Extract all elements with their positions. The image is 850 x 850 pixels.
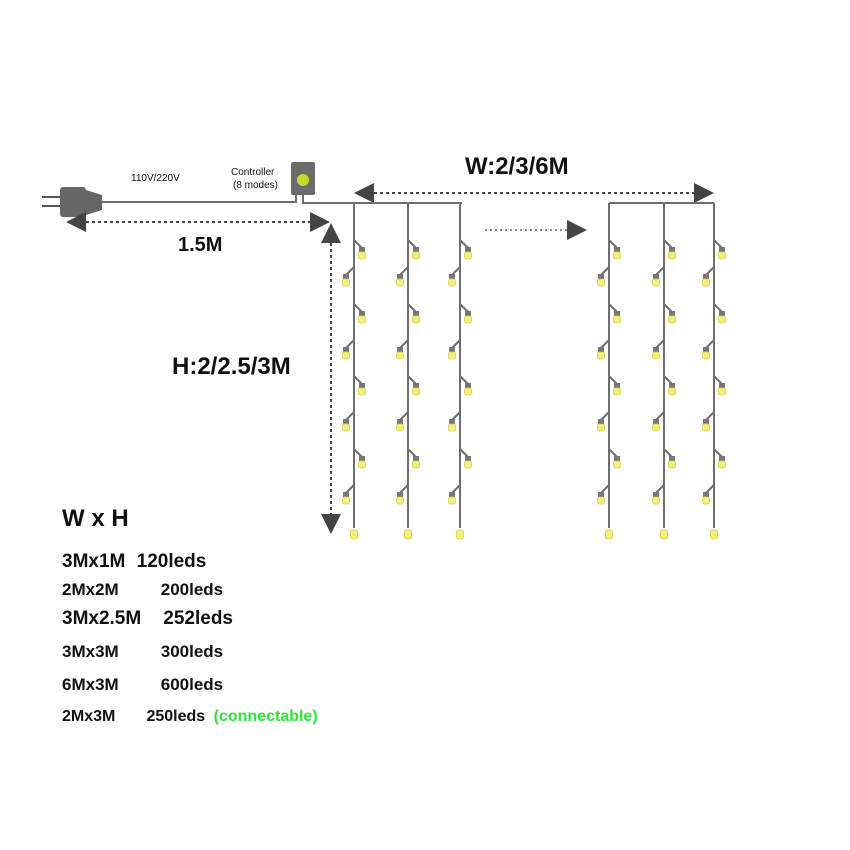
spec-row: 6Mx3M 600leds: [62, 675, 223, 695]
led-bulb-icon: [608, 375, 621, 396]
led-bulb-icon: [663, 448, 676, 469]
power-cable: [102, 195, 297, 203]
spec-size: 2Mx2M: [62, 580, 119, 599]
led-bulb-icon: [652, 266, 665, 287]
spec-leds: 600leds: [160, 675, 224, 694]
controller-box: [291, 162, 315, 195]
led-bulb-icon: [663, 239, 676, 260]
led-bulb-icon: [713, 303, 726, 324]
led-bulb-icon: [342, 266, 355, 287]
led-bulb-icon: [459, 239, 472, 260]
spec-note: (connectable): [213, 708, 318, 725]
led-bulb-icon: [353, 239, 366, 260]
led-bulb-icon: [342, 411, 355, 432]
led-bulb-icon: [702, 339, 715, 360]
controller-modes-label: (8 modes): [233, 180, 279, 191]
led-bulb-icon: [407, 375, 420, 396]
led-bulb-icon: [713, 448, 726, 469]
led-bulb-icon: [407, 448, 420, 469]
led-bulb-icon: [448, 411, 461, 432]
spec-leds: 200leds: [160, 580, 224, 599]
led-bulb-icon: [448, 339, 461, 360]
spec-size: 6Mx3M: [62, 675, 119, 694]
spec-size: 3Mx1M: [62, 551, 126, 572]
led-bulb-icon: [407, 303, 420, 324]
led-bulb-icon: [702, 266, 715, 287]
spec-leds: 250leds: [146, 708, 206, 725]
cable-length-label: 1.5M: [178, 234, 223, 256]
end-bulb-icon: [404, 529, 412, 540]
controller-label: Controller: [231, 167, 275, 178]
led-bulb-icon: [396, 339, 409, 360]
height-label: H:2/2.5/3M: [172, 353, 291, 380]
led-bulb-icon: [713, 239, 726, 260]
spec-leds: 300leds: [160, 642, 224, 661]
spec-row: 3Mx3M 300leds: [62, 642, 223, 662]
spec-row: 3Mx1M 120leds: [62, 551, 206, 573]
led-bulb-icon: [353, 375, 366, 396]
table-header: W x H: [62, 505, 129, 532]
spec-size: 3Mx3M: [62, 642, 119, 661]
led-bulb-icon: [702, 484, 715, 505]
power-plug-icon: [42, 187, 102, 217]
width-label: W:2/3/6M: [465, 153, 569, 180]
controller-cable: [302, 195, 354, 204]
led-bulb-icon: [702, 411, 715, 432]
led-bulb-icon: [663, 303, 676, 324]
led-bulb-icon: [608, 303, 621, 324]
end-bulb-icon: [710, 529, 718, 540]
led-bulb-icon: [652, 411, 665, 432]
led-bulb-icon: [608, 239, 621, 260]
spec-leds: 252leds: [163, 608, 234, 629]
spec-row: 2Mx3M 250leds (connectable): [62, 708, 318, 726]
led-bulb-icon: [353, 448, 366, 469]
led-bulb-icon: [396, 484, 409, 505]
end-bulb-icon: [350, 529, 358, 540]
led-bulb-icon: [342, 339, 355, 360]
led-bulb-icon: [608, 448, 621, 469]
led-bulb-icon: [663, 375, 676, 396]
spec-size: 2Mx3M: [62, 708, 116, 725]
led-strands: [342, 203, 726, 540]
led-bulb-icon: [396, 411, 409, 432]
led-bulb-icon: [459, 375, 472, 396]
led-bulb-icon: [597, 339, 610, 360]
end-bulb-icon: [456, 529, 464, 540]
spec-row: 3Mx2.5M 252leds: [62, 608, 233, 630]
led-bulb-icon: [342, 484, 355, 505]
led-bulb-icon: [652, 339, 665, 360]
led-bulb-icon: [459, 448, 472, 469]
led-bulb-icon: [597, 266, 610, 287]
controller-led-icon: [297, 174, 309, 186]
led-bulb-icon: [459, 303, 472, 324]
led-bulb-icon: [407, 239, 420, 260]
led-bulb-icon: [713, 375, 726, 396]
led-bulb-icon: [396, 266, 409, 287]
spec-leds: 120leds: [136, 551, 207, 572]
spec-row: 2Mx2M 200leds: [62, 580, 223, 600]
spec-size: 3Mx2.5M: [62, 608, 142, 629]
end-bulb-icon: [660, 529, 668, 540]
voltage-label: 110V/220V: [131, 173, 180, 184]
led-bulb-icon: [652, 484, 665, 505]
led-bulb-icon: [597, 484, 610, 505]
end-bulb-icon: [605, 529, 613, 540]
led-bulb-icon: [353, 303, 366, 324]
led-bulb-icon: [448, 484, 461, 505]
led-bulb-icon: [597, 411, 610, 432]
led-bulb-icon: [448, 266, 461, 287]
